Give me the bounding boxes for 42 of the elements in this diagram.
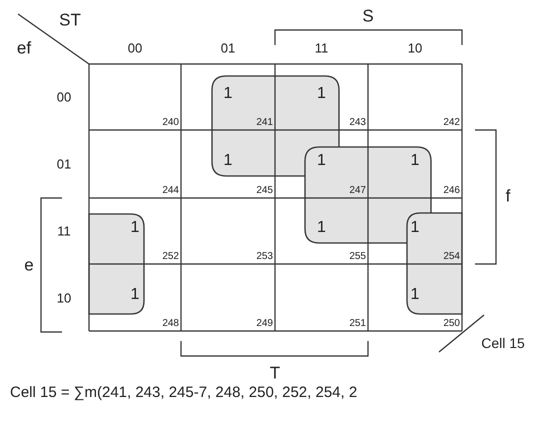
minterm-number: 255 xyxy=(349,252,366,262)
cell-value: 1 xyxy=(317,220,326,236)
cell-value: 1 xyxy=(130,220,140,236)
column-header: 11 xyxy=(314,42,328,54)
row-header: 00 xyxy=(56,90,72,104)
minterm-number: 240 xyxy=(162,118,179,128)
variable-label: ST xyxy=(59,12,81,28)
column-header: 10 xyxy=(408,42,422,54)
map-label: Cell 15 xyxy=(481,336,525,350)
variable-label: f xyxy=(506,188,510,204)
variable-label: S xyxy=(362,8,374,24)
minterm-number: 253 xyxy=(256,252,273,262)
minterm-number: 252 xyxy=(162,252,179,262)
minterm-number: 247 xyxy=(349,186,366,196)
minterm-number: 250 xyxy=(443,319,460,329)
variable-label: T xyxy=(270,364,280,382)
cell-value: 1 xyxy=(317,153,326,169)
caption: Cell 15 = ∑m(241, 243, 245-7, 248, 250, 252, 254, 2 xyxy=(10,384,358,402)
minterm-number: 251 xyxy=(349,319,366,329)
minterm-number: 241 xyxy=(256,118,273,128)
minterm-number: 248 xyxy=(162,319,179,329)
column-header: 01 xyxy=(220,42,236,54)
cell-value: 1 xyxy=(130,286,140,302)
minterm-number: 244 xyxy=(162,186,179,196)
column-header: 00 xyxy=(128,42,142,54)
minterm-number: 245 xyxy=(256,186,273,196)
cell-value: 1 xyxy=(224,86,232,102)
cell-value: 1 xyxy=(410,286,420,302)
row-header: 01 xyxy=(56,158,72,170)
row-header: 11 xyxy=(57,224,71,238)
cell-value: 1 xyxy=(410,153,420,169)
cell-value: 1 xyxy=(410,220,420,236)
variable-label: e xyxy=(24,256,34,274)
minterm-number: 242 xyxy=(443,118,460,128)
minterm-number: 243 xyxy=(349,118,366,128)
variable-label: ef xyxy=(16,40,32,56)
cell-value: 1 xyxy=(224,153,232,169)
minterm-number: 246 xyxy=(443,186,460,196)
minterm-number: 249 xyxy=(256,319,273,329)
cell-value: 1 xyxy=(317,86,326,102)
minterm-number: 254 xyxy=(443,252,460,262)
row-header: 10 xyxy=(56,291,72,304)
